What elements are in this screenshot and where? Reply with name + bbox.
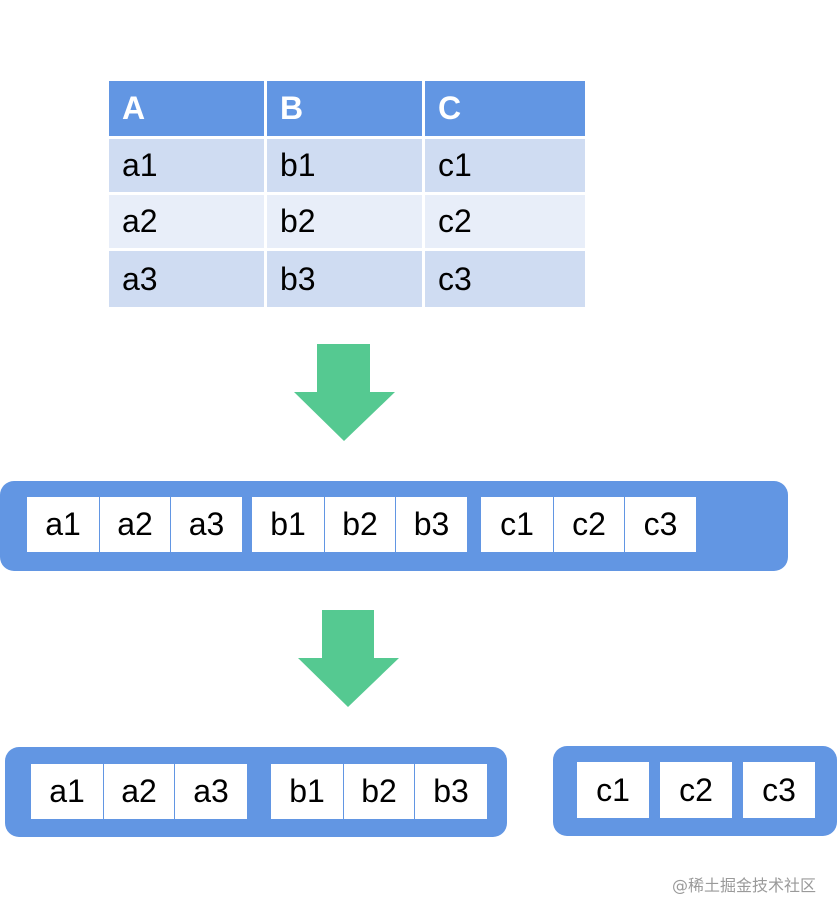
bar-cell: c2 (660, 762, 732, 818)
down-arrow-icon (298, 610, 399, 707)
bar-cell: c1 (577, 762, 649, 818)
table-cell: c2 (425, 195, 585, 251)
bar-cell: b2 (344, 764, 414, 819)
bar-cell: b3 (396, 497, 467, 552)
table-row: a3 b3 c3 (109, 251, 585, 307)
table-cell: b3 (267, 251, 425, 307)
bar-cell: a3 (171, 497, 242, 552)
table-cell: c1 (425, 139, 585, 195)
table-row: a1 b1 c1 (109, 139, 585, 195)
watermark: @稀土掘金技术社区 (671, 876, 816, 895)
split-columns-bar-ab: a1 a2 a3 b1 b2 b3 (5, 747, 507, 837)
split-columns-bar-c: c1 c2 c3 (553, 746, 837, 836)
table-cell: b1 (267, 139, 425, 195)
bar-cell: b1 (271, 764, 343, 819)
bar-cell: a1 (27, 497, 99, 552)
header-cell-b: B (267, 81, 425, 139)
bar-cell: c3 (625, 497, 696, 552)
table-cell: a2 (109, 195, 267, 251)
source-table: A B C a1 b1 c1 a2 b2 c2 a3 b3 c3 (109, 81, 585, 307)
bar-cell: c2 (554, 497, 624, 552)
down-arrow-icon (294, 344, 395, 441)
header-cell-c: C (425, 81, 585, 139)
combined-columns-bar: a1 a2 a3 b1 b2 b3 c1 c2 c3 (0, 481, 788, 571)
bar-cell: c3 (743, 762, 815, 818)
bar-cell: a2 (100, 497, 170, 552)
table-cell: a1 (109, 139, 267, 195)
table-cell: b2 (267, 195, 425, 251)
bar-cell: b1 (252, 497, 324, 552)
bar-cell: a2 (104, 764, 174, 819)
table-row: a2 b2 c2 (109, 195, 585, 251)
bar-cell: c1 (481, 497, 553, 552)
bar-cell: b2 (325, 497, 395, 552)
header-cell-a: A (109, 81, 267, 139)
table-cell: a3 (109, 251, 267, 307)
table-header-row: A B C (109, 81, 585, 139)
bar-cell: a3 (175, 764, 247, 819)
table-cell: c3 (425, 251, 585, 307)
bar-cell: a1 (31, 764, 103, 819)
bar-cell: b3 (415, 764, 487, 819)
